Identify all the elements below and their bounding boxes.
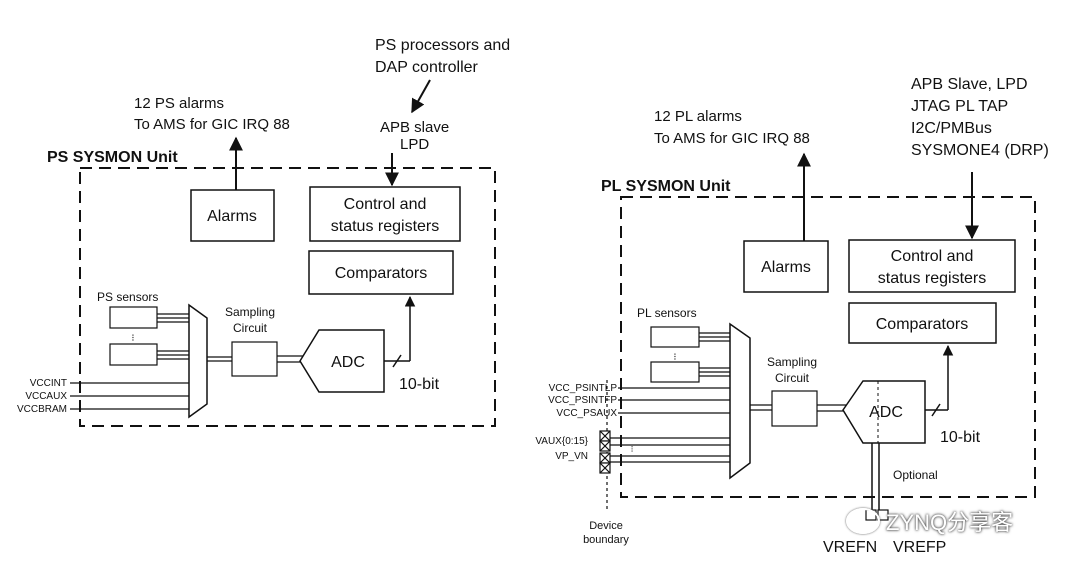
pl-bus-slash <box>931 403 941 417</box>
pl-sensors-label: PL sensors <box>637 306 697 320</box>
pl-mux-to-sampling-wires <box>750 404 772 411</box>
pl-sensor-ellipsis: ⁝ <box>673 352 676 363</box>
pl-comparators-box <box>848 302 997 344</box>
pl-sampling-to-adc-wires <box>817 404 846 412</box>
ps-sensor-ellipsis: ⁝ <box>131 333 134 344</box>
ps-apb-label-1: APB slave <box>380 119 449 136</box>
pl-alarms-box-label: Alarms <box>761 259 811 276</box>
ps-mux <box>188 303 208 419</box>
pl-interface-label-3: I2C/PMBus <box>911 120 992 137</box>
ps-control-status-box <box>309 186 461 242</box>
ps-sensor-wires <box>70 313 190 410</box>
pl-aux-ellipsis: ⁝ <box>631 444 634 454</box>
ps-bus-slash <box>392 354 402 368</box>
ps-alarms-out-label-1: 12 PS alarms <box>134 95 224 112</box>
pl-bits-label: 10-bit <box>940 429 981 446</box>
pl-adc <box>842 380 926 444</box>
ps-sampling-to-adc-wires <box>277 355 304 363</box>
ps-apb-label-2: LPD <box>400 136 429 153</box>
pl-pad-icon <box>599 430 611 474</box>
pl-optional-label: Optional <box>893 468 938 482</box>
pl-vref-wires <box>871 443 880 510</box>
pl-input-vcc-psaux: VCC_PSAUX <box>556 408 617 419</box>
ps-input-vccint: VCCINT <box>30 378 67 389</box>
ps-control-label-1: Control and <box>344 196 427 213</box>
pl-input-vcc-psintfp: VCC_PSINTFP <box>548 395 617 406</box>
pl-interface-label-2: JTAG PL TAP <box>911 98 1008 115</box>
pl-control-label-2: status registers <box>878 270 986 287</box>
pl-control-status-box <box>848 239 1016 293</box>
pl-unit-title: PL SYSMON Unit <box>601 178 731 195</box>
wechat-icon <box>846 508 880 534</box>
ps-processor-label-2: DAP controller <box>375 59 479 76</box>
pl-control-label-1: Control and <box>891 248 974 265</box>
pl-sampling-label-1: Sampling <box>767 355 817 369</box>
pl-sysmon-diagram: PL SYSMON Unit 12 PL alarms To AMS for G… <box>535 76 1048 556</box>
ps-unit-boundary <box>79 167 496 427</box>
ps-alarms-out-label-2: To AMS for GIC IRQ 88 <box>134 116 290 133</box>
ps-sampling-label-2: Circuit <box>233 321 268 335</box>
ps-sampling-circuit-box <box>231 341 278 377</box>
pl-input-vaux: VAUX{0:15} <box>535 436 588 447</box>
pl-sensor-box-2 <box>650 361 700 383</box>
ps-sampling-label-1: Sampling <box>225 305 275 319</box>
ps-sensors-label: PS sensors <box>97 290 158 304</box>
pl-vrefn-label: VREFN <box>823 539 877 556</box>
pl-interface-label-4: SYSMONE4 (DRP) <box>911 142 1049 159</box>
ps-sensor-box-1 <box>109 306 158 329</box>
watermark: ZYNQ分享客 <box>846 506 1013 536</box>
pl-unit-boundary <box>620 196 1036 498</box>
pl-alarms-out-label-1: 12 PL alarms <box>654 108 742 125</box>
pl-vrefp-label: VREFP <box>893 539 946 556</box>
ps-processor-arrow <box>411 79 431 114</box>
pl-input-vcc-psintlp: VCC_PSINTLP <box>549 383 618 394</box>
ps-comparators-label: Comparators <box>335 265 427 282</box>
ps-sensor-box-2 <box>109 343 158 366</box>
pl-device-boundary-label-1: Device <box>589 520 623 532</box>
ps-comparators-box <box>308 250 454 295</box>
ps-sysmon-diagram: PS SYSMON Unit PS processors and DAP con… <box>17 37 510 427</box>
pl-input-vp-vn: VP_VN <box>555 451 588 462</box>
pl-sensor-box-1 <box>650 326 700 348</box>
pl-sampling-label-2: Circuit <box>775 371 810 385</box>
ps-processor-label-1: PS processors and <box>375 37 510 54</box>
pl-mux <box>729 322 751 480</box>
pl-alarms-out-label-2: To AMS for GIC IRQ 88 <box>654 130 810 147</box>
ps-alarms-box <box>190 189 275 242</box>
ps-input-vccaux: VCCAUX <box>25 391 67 402</box>
pl-interface-label-1: APB Slave, LPD <box>911 76 1028 93</box>
pl-sensor-wires <box>610 332 731 463</box>
watermark-text: ZYNQ分享客 <box>886 510 1014 535</box>
pl-comparators-label: Comparators <box>876 316 968 333</box>
pl-sampling-circuit-box <box>771 390 818 427</box>
ps-unit-title: PS SYSMON Unit <box>47 149 178 166</box>
ps-alarms-box-label: Alarms <box>207 208 257 225</box>
ps-control-label-2: status registers <box>331 218 439 235</box>
ps-bits-label: 10-bit <box>399 376 440 393</box>
pl-alarms-box <box>743 240 829 293</box>
pl-device-boundary-label-2: boundary <box>583 534 629 546</box>
ps-input-vccbram: VCCBRAM <box>17 404 67 415</box>
ps-adc-label: ADC <box>331 354 365 371</box>
ps-mux-to-sampling-wires <box>207 356 232 362</box>
pl-adc-label: ADC <box>869 404 903 421</box>
